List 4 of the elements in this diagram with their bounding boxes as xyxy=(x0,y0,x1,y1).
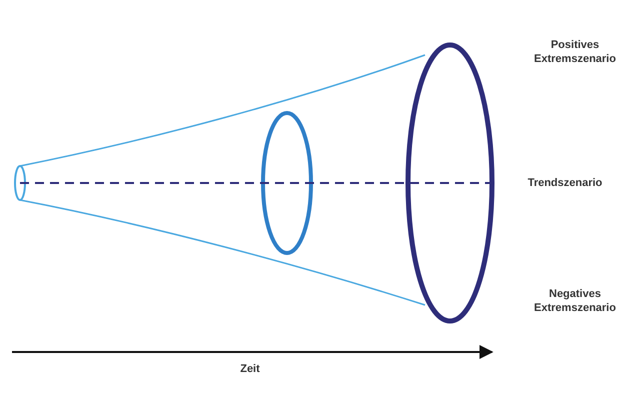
scenario-label: Negatives Extremszenario xyxy=(533,287,617,315)
scenario-label: Positives Extremszenario xyxy=(533,38,617,66)
scenario-label: Trendszenario xyxy=(526,176,604,190)
axis-label: Zeit xyxy=(239,362,261,376)
